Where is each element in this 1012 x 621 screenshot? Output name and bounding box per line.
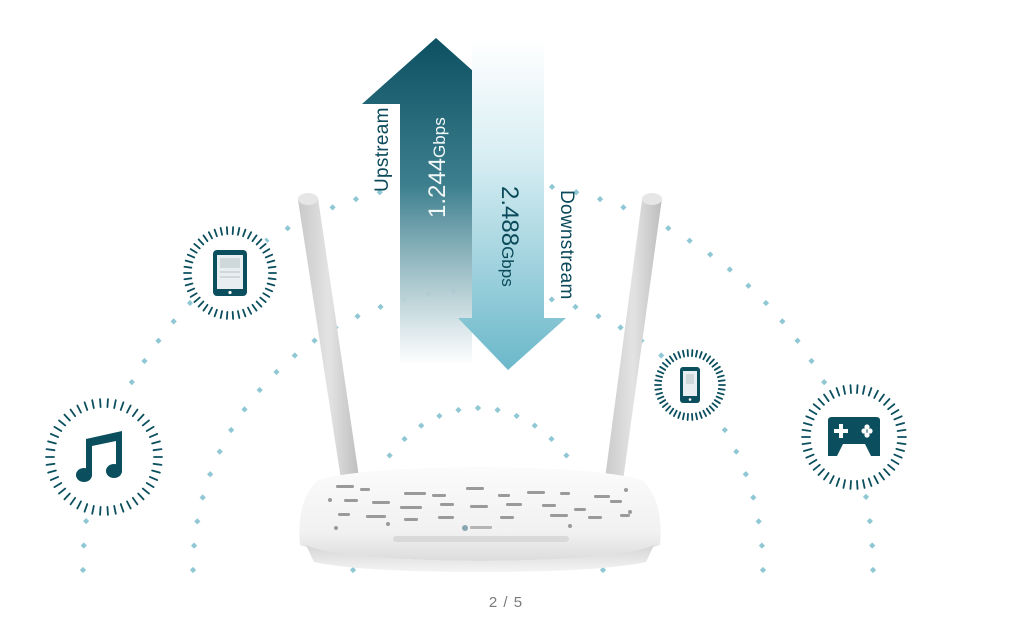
arc-dot xyxy=(352,195,360,203)
arc-dot xyxy=(742,471,749,478)
arc-dot xyxy=(349,566,357,574)
arc-dot xyxy=(79,566,87,574)
arc-dot xyxy=(707,251,714,258)
slide-pager: 2 / 5 xyxy=(488,594,524,611)
arc-dot xyxy=(758,542,766,549)
brand-logo xyxy=(462,525,492,531)
arc-dot xyxy=(155,337,162,344)
upstream-speed: 1.244Gbps xyxy=(424,117,452,218)
arc-dot xyxy=(207,471,214,478)
arc-dot xyxy=(548,296,555,303)
arc-dot xyxy=(733,448,740,455)
upstream-label: Upstream xyxy=(372,107,393,192)
arc-dot xyxy=(721,426,728,434)
arc-dot xyxy=(531,422,538,429)
arc-dot xyxy=(869,566,877,574)
downstream-arrow xyxy=(458,40,566,370)
arc-dot xyxy=(686,237,693,244)
arc-dot xyxy=(869,542,876,549)
arc-dot xyxy=(141,357,148,365)
dashed-ring xyxy=(654,349,726,421)
arc-dot xyxy=(759,566,767,574)
arc-dot xyxy=(273,368,280,376)
arc-dot xyxy=(228,426,235,434)
upstream-arrow xyxy=(362,38,510,365)
downstream-label: Downstream xyxy=(556,190,577,300)
arc-dot xyxy=(455,406,462,414)
arc-dot xyxy=(377,303,384,310)
arc-dot xyxy=(291,352,298,359)
arc-dot xyxy=(665,225,672,232)
arc-dot xyxy=(329,204,336,211)
arc-dot xyxy=(617,324,624,331)
arc-dot xyxy=(513,412,520,420)
arc-dot xyxy=(386,452,393,459)
arc-dot xyxy=(284,225,291,232)
router-body xyxy=(299,467,661,572)
arc-dot xyxy=(620,204,627,211)
arc-dot xyxy=(216,448,223,455)
arc-dot xyxy=(548,435,555,443)
upstream-speed-value: 1.244 xyxy=(424,157,451,218)
arc-dot xyxy=(354,313,361,320)
tablet-icon xyxy=(213,250,247,296)
arc-dot xyxy=(436,412,443,420)
arc-dot xyxy=(474,404,482,412)
smartphone-device xyxy=(653,348,727,422)
arc-dot xyxy=(418,422,425,429)
arc-dot xyxy=(311,337,318,344)
arc-dot xyxy=(755,518,762,525)
arc-dot xyxy=(572,303,579,310)
right-antenna xyxy=(604,193,662,488)
arc-dot xyxy=(595,313,602,320)
arc-dot xyxy=(862,493,870,501)
downstream-speed-unit: Gbps xyxy=(498,246,517,287)
arc-dot xyxy=(599,566,607,574)
arc-dot xyxy=(745,282,752,289)
arc-dot xyxy=(808,357,815,365)
arc-dot xyxy=(256,386,263,394)
arc-dot xyxy=(563,452,570,459)
dashed-ring xyxy=(801,384,907,490)
dashed-ring xyxy=(45,398,163,516)
arc-dot xyxy=(401,435,408,443)
arc-dot xyxy=(241,406,248,413)
downstream-speed: 2.488Gbps xyxy=(495,186,523,287)
arc-dot xyxy=(170,318,177,325)
arc-dot xyxy=(821,379,828,386)
arc-dot xyxy=(762,299,770,307)
game-console-device xyxy=(800,383,908,491)
arc-dot xyxy=(494,406,501,414)
arc-dot xyxy=(596,195,604,203)
upstream-speed-unit: Gbps xyxy=(430,117,449,158)
dashed-ring xyxy=(183,226,277,320)
arc-dot xyxy=(80,542,87,549)
downstream-speed-value: 2.488 xyxy=(496,186,523,247)
arc-dot xyxy=(779,318,786,325)
arc-dot xyxy=(190,542,198,549)
arc-dot xyxy=(199,494,206,501)
arc-dot xyxy=(189,566,197,574)
music-device xyxy=(44,397,164,517)
arc-dot xyxy=(658,352,665,359)
arc-dot xyxy=(726,266,733,273)
arc-dot xyxy=(83,518,90,525)
arc-dot xyxy=(794,337,801,344)
arc-dot xyxy=(750,494,757,501)
arc-dot xyxy=(128,379,135,386)
arc-dot xyxy=(866,518,873,525)
smartphone-icon xyxy=(680,367,700,403)
music-note-icon xyxy=(76,431,122,482)
led-strip xyxy=(393,536,569,542)
gamepad-icon xyxy=(828,417,880,456)
arc-dot xyxy=(194,518,201,525)
tablet-device xyxy=(182,225,278,321)
left-antenna xyxy=(298,193,360,486)
